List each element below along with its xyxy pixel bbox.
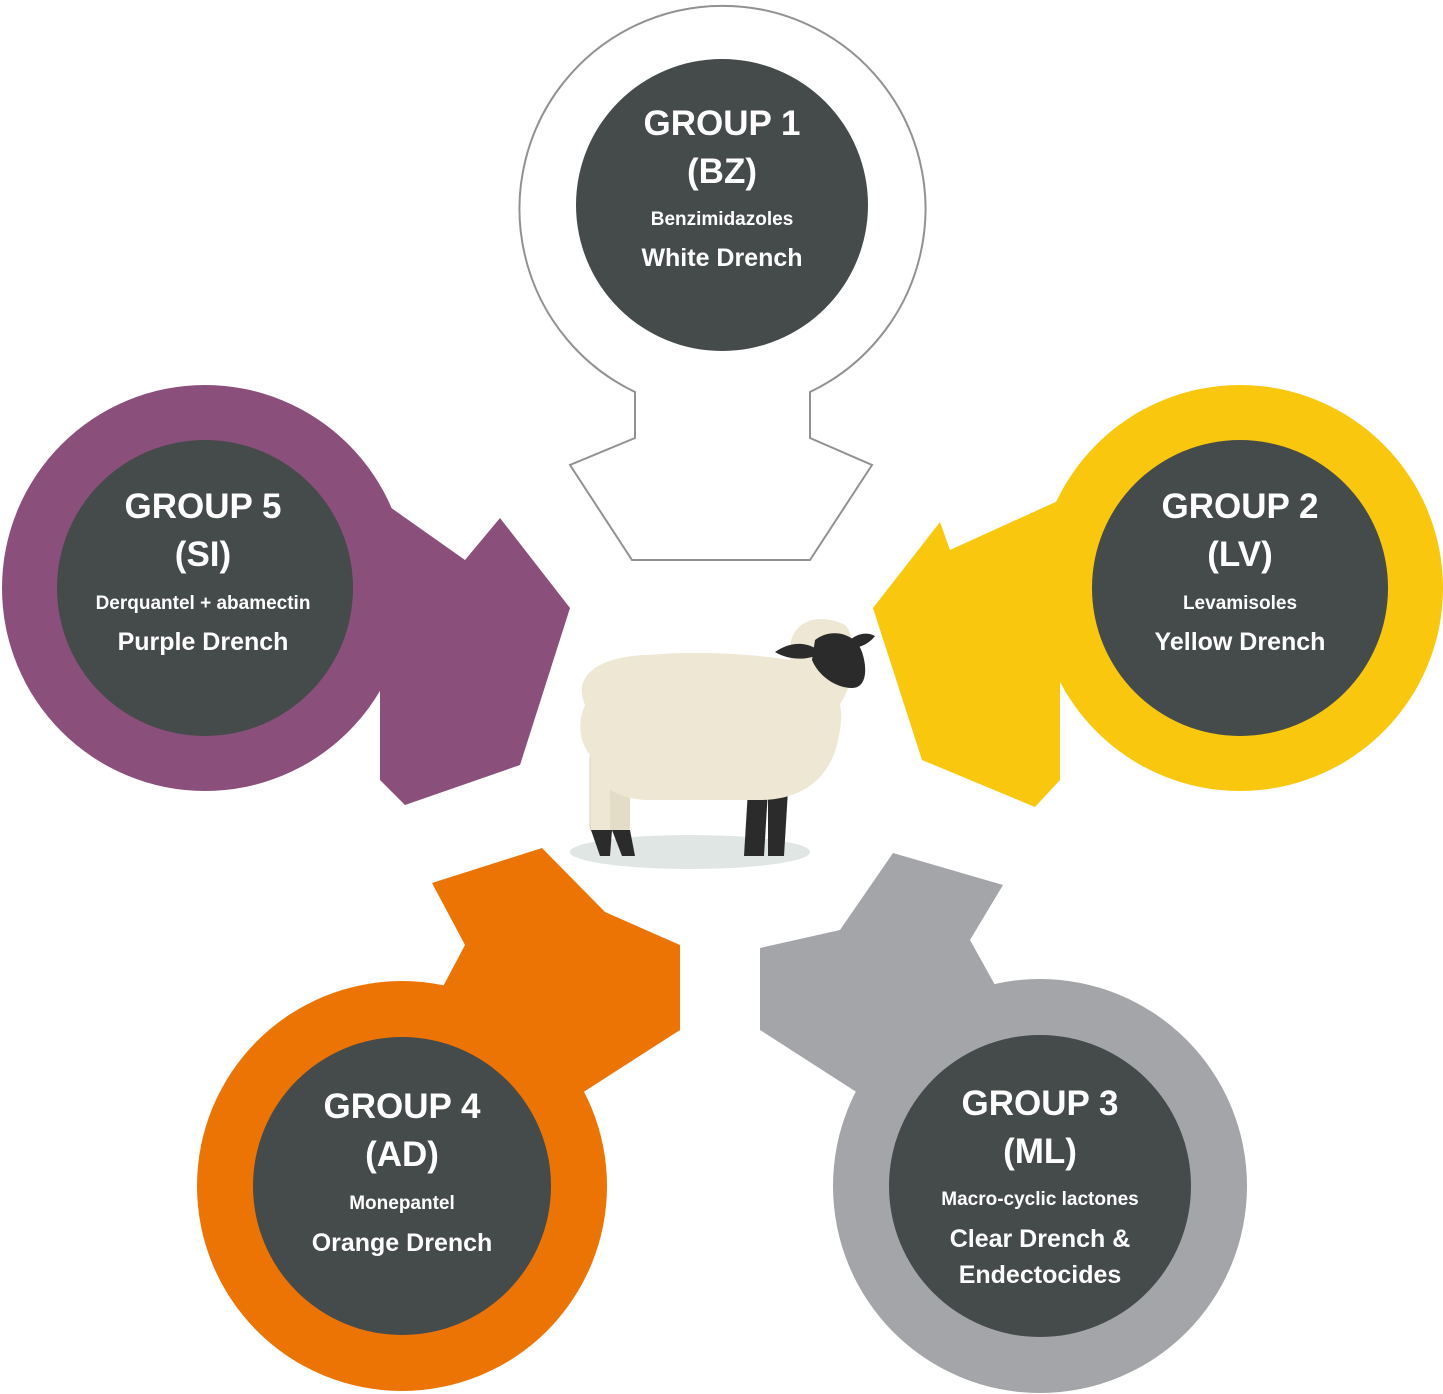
group-5-node: GROUP 5 (SI) Derquantel + abamectin Purp… bbox=[2, 385, 570, 805]
group-4-title: GROUP 4 bbox=[324, 1087, 481, 1126]
group-5-arrow bbox=[380, 500, 570, 805]
group-1-node: GROUP 1 (BZ) Benzimidazoles White Drench bbox=[518, 4, 927, 561]
group-3-inner-circle bbox=[889, 1035, 1191, 1337]
group-3-drench-line-2: Endectocides bbox=[959, 1261, 1122, 1289]
group-2-code: (LV) bbox=[1207, 535, 1272, 574]
group-4-drench: Orange Drench bbox=[312, 1229, 493, 1257]
group-3-drench-line-1: Clear Drench & bbox=[950, 1225, 1131, 1253]
group-4-chemical: Monepantel bbox=[349, 1193, 455, 1214]
group-5-code: (SI) bbox=[175, 535, 231, 574]
group-2-chemical: Levamisoles bbox=[1183, 593, 1297, 614]
group-3-node: GROUP 3 (ML) Macro-cyclic lactones Clear… bbox=[760, 853, 1247, 1393]
group-5-drench: Purple Drench bbox=[118, 628, 289, 656]
group-2-inner-circle bbox=[1092, 440, 1388, 736]
sheep-body bbox=[580, 652, 842, 800]
group-4-node: GROUP 4 (AD) Monepantel Orange Drench bbox=[197, 848, 680, 1391]
group-1-inner-circle bbox=[576, 59, 868, 351]
group-4-code: (AD) bbox=[365, 1135, 439, 1174]
group-5-chemical: Derquantel + abamectin bbox=[96, 593, 311, 614]
group-3-chemical: Macro-cyclic lactones bbox=[941, 1189, 1138, 1210]
group-1-chemical: Benzimidazoles bbox=[651, 209, 794, 230]
group-5-inner-circle bbox=[57, 440, 353, 736]
group-3-title: GROUP 3 bbox=[962, 1084, 1119, 1123]
group-2-drench: Yellow Drench bbox=[1155, 628, 1326, 656]
group-1-drench: White Drench bbox=[641, 244, 802, 272]
group-1-title: GROUP 1 bbox=[644, 104, 801, 143]
group-1-code: (BZ) bbox=[687, 152, 757, 191]
group-2-arrow bbox=[873, 500, 1060, 807]
group-4-inner-circle bbox=[253, 1037, 551, 1335]
group-2-title: GROUP 2 bbox=[1162, 487, 1319, 526]
group-5-title: GROUP 5 bbox=[125, 487, 282, 526]
group-3-code: (ML) bbox=[1003, 1132, 1077, 1171]
sheep-icon bbox=[570, 618, 875, 869]
group-2-node: GROUP 2 (LV) Levamisoles Yellow Drench bbox=[873, 385, 1443, 807]
